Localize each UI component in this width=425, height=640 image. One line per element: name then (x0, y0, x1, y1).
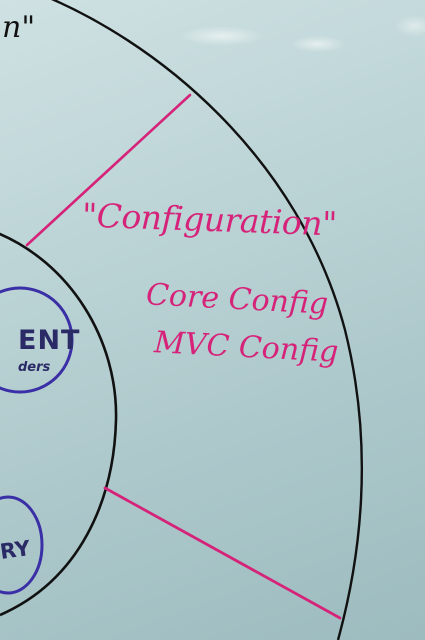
upper-blue-bubble (0, 286, 74, 394)
lower-bubble-text: RY (0, 536, 32, 564)
upper-bubble-text: ENT (18, 325, 81, 356)
top-fragment-text: n" (2, 10, 36, 45)
lower-divider-line (103, 486, 342, 620)
lower-blue-bubble (0, 495, 44, 595)
upper-bubble-subtext: ders (18, 360, 51, 375)
inner-ring-arc (0, 232, 118, 617)
upper-divider-line (25, 93, 192, 247)
outer-ring-arc (50, 0, 364, 640)
